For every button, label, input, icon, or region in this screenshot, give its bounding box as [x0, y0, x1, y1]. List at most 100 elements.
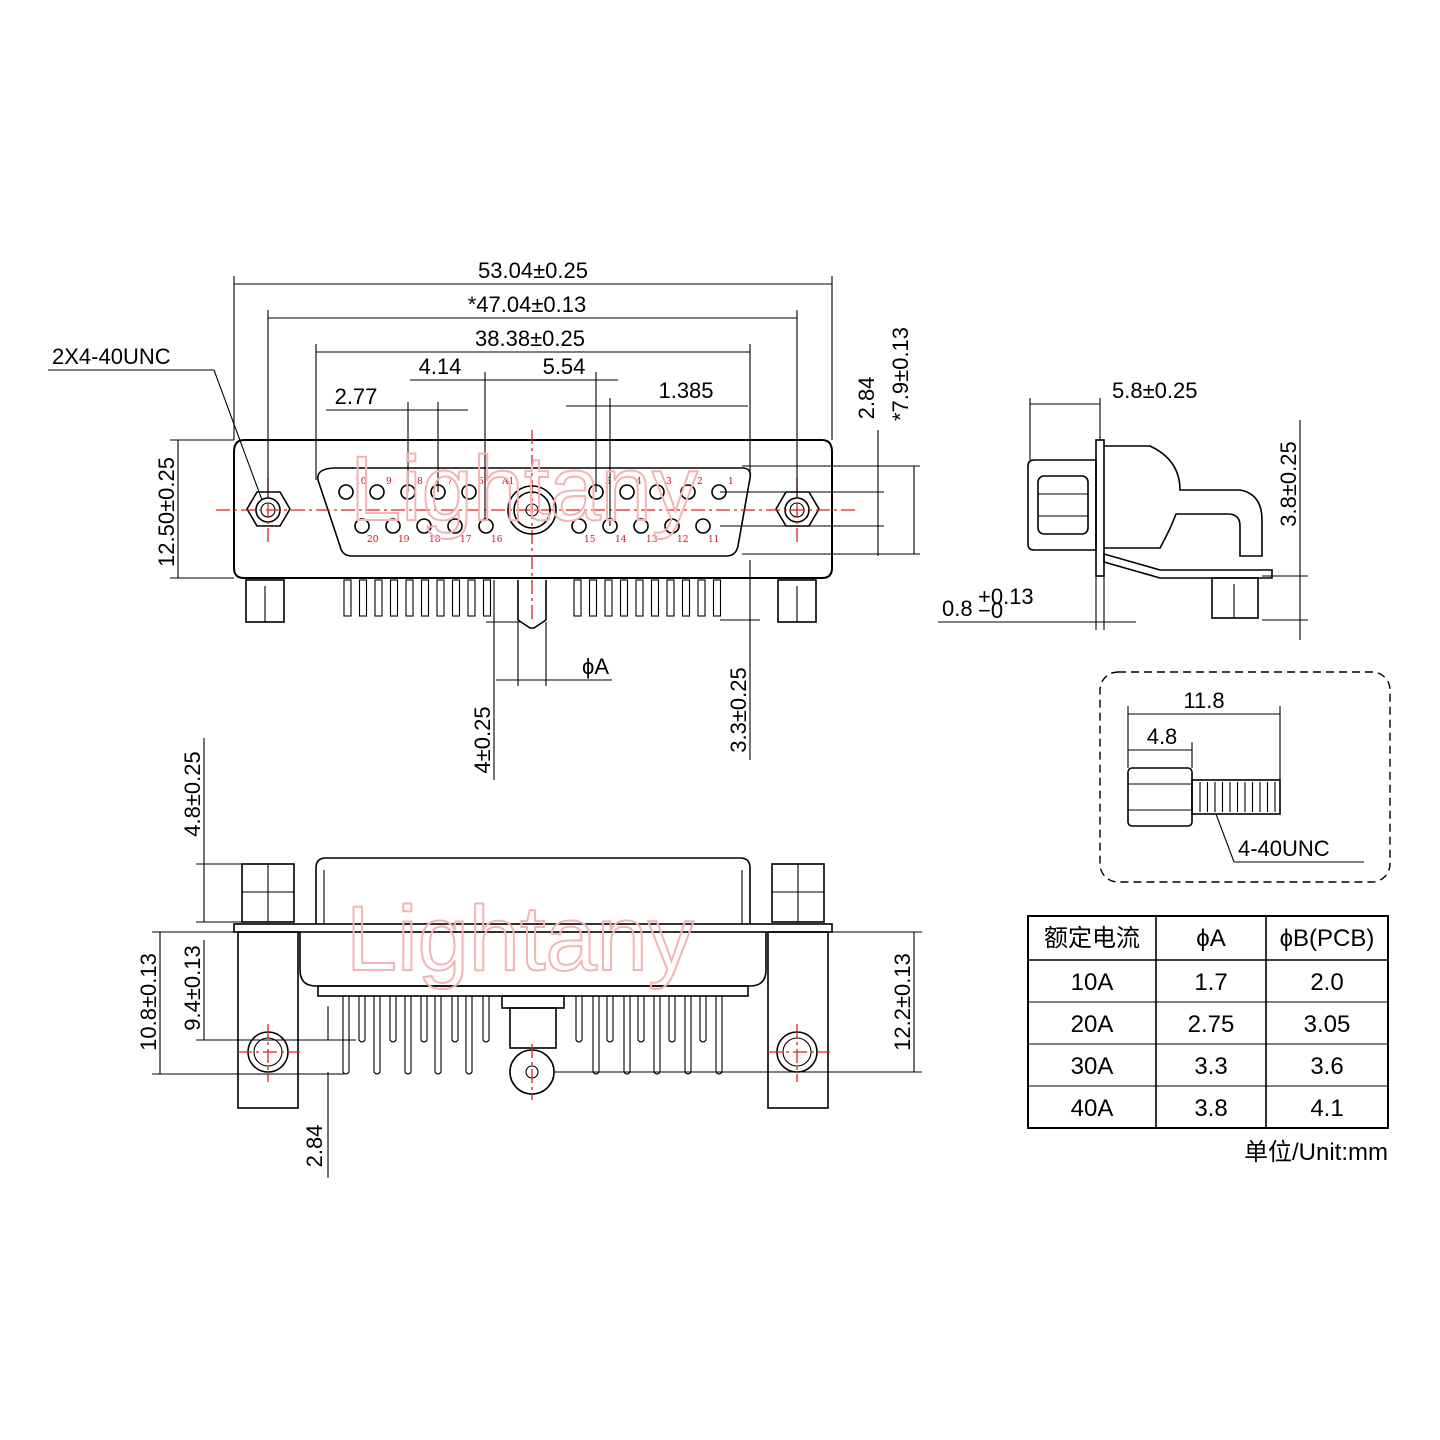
screw-threads [1199, 782, 1276, 812]
table-cell: 1.7 [1194, 969, 1227, 996]
dim-mount-spacing: *47.04±0.13 [468, 292, 587, 317]
watermark-top: Lightany [350, 438, 698, 540]
pin-label: 1 [728, 477, 734, 487]
tail [604, 579, 613, 617]
pin-label: 17 [460, 535, 472, 545]
pin-label: A1 [501, 477, 514, 487]
leg [623, 996, 631, 1075]
dim-height-79: *7.9±0.13 [888, 327, 913, 421]
pin-9 [369, 484, 385, 500]
pin-label: 3 [666, 477, 672, 487]
tail [573, 579, 582, 617]
pin-4 [619, 484, 635, 500]
table-cell: 3.3 [1194, 1053, 1227, 1080]
pin-label: 13 [646, 535, 658, 545]
label-screw-thread: 4-40UNC [1238, 836, 1330, 861]
tail [588, 579, 598, 617]
tail [666, 579, 675, 617]
leg [451, 996, 459, 1043]
leg [699, 996, 707, 1043]
pin-label: 15 [584, 535, 596, 545]
tail [681, 579, 691, 617]
pin-label: 10 [355, 477, 367, 487]
table-header-phi-a: ϕA [1196, 925, 1225, 952]
pin-16 [478, 518, 494, 534]
tail [650, 579, 660, 617]
dim-len-4: 4±0.25 [470, 706, 495, 773]
leg [482, 996, 490, 1043]
tail [374, 579, 383, 617]
dim-side-08-lower: −0 [978, 598, 1003, 623]
leg [434, 996, 442, 1075]
tail [697, 579, 706, 617]
pin-label: 5 [605, 477, 611, 487]
bottom-view: 4.8±0.25 10.8±0.13 9.4±0.13 12.2±0.13 2.… [136, 738, 922, 1178]
leg [465, 996, 473, 1075]
leg [373, 996, 381, 1075]
side-view: 5.8±0.25 3.8±0.25 0.8 +0.13 −0 [938, 378, 1308, 640]
table-cell: 10A [1071, 969, 1114, 996]
leg [389, 996, 397, 1043]
unit-note: 单位/Unit:mm [1244, 1139, 1388, 1166]
leg [684, 996, 692, 1075]
pin-3 [649, 484, 665, 500]
dim-screw-48: 4.8 [1147, 724, 1178, 749]
dim-side-58: 5.8±0.25 [1112, 378, 1197, 403]
dim-row-284: 2.84 [854, 377, 879, 420]
pin-17 [447, 518, 463, 534]
tail [358, 579, 368, 617]
label-thread-main: 2X4-40UNC [52, 344, 171, 369]
table-cell: 40A [1071, 1095, 1114, 1122]
dim-overall-width: 53.04±0.25 [478, 258, 588, 283]
pin-10 [338, 484, 354, 500]
tail [482, 579, 492, 617]
table-header-phi-b: ϕB(PCB) [1280, 925, 1375, 952]
table-cell: 3.8 [1194, 1095, 1227, 1122]
watermark-bottom: Lightany [346, 888, 694, 990]
tail [436, 579, 445, 617]
pin-label: 9 [386, 477, 392, 487]
dim-pitch-277: 2.77 [335, 384, 378, 409]
dim-shell-width: 38.38±0.25 [475, 326, 585, 351]
dim-bottom-48: 4.8±0.25 [180, 751, 205, 836]
leg [342, 996, 350, 1075]
dim-pitch-414: 4.14 [419, 354, 462, 379]
leg [653, 996, 661, 1075]
table-cell: 20A [1071, 1011, 1114, 1038]
dim-bottom-284: 2.84 [302, 1125, 327, 1168]
dim-screw-118: 11.8 [1183, 688, 1224, 713]
table-cell: 2.75 [1188, 1011, 1235, 1038]
pin-label: 4 [636, 477, 642, 487]
screw-detail: 11.8 4.8 4-40UNC [1099, 671, 1391, 883]
pin-19 [385, 518, 401, 534]
tail [712, 579, 722, 617]
pin-label: 16 [491, 535, 503, 545]
leg [592, 996, 600, 1075]
pin-tails [343, 579, 722, 617]
dim-bottom-108: 10.8±0.13 [136, 953, 161, 1051]
leg [637, 996, 645, 1043]
pin-label: 7 [447, 477, 453, 487]
leg [575, 996, 583, 1043]
dim-phi-a: ϕA [582, 654, 609, 679]
leg [358, 996, 366, 1043]
pin-11 [695, 518, 711, 534]
tail [420, 579, 430, 617]
tail [467, 579, 476, 617]
dim-pitch-1385: 1.385 [658, 378, 713, 403]
pin-label: 14 [615, 535, 627, 545]
pin-label: 6 [478, 477, 484, 487]
leg [668, 996, 676, 1043]
leg [420, 996, 428, 1043]
table-cell: 4.1 [1310, 1095, 1343, 1122]
pin-15 [571, 518, 587, 534]
table-cell: 3.05 [1304, 1011, 1351, 1038]
dim-bottom-122: 12.2±0.13 [890, 953, 915, 1051]
dim-bottom-94: 9.4±0.13 [180, 945, 205, 1030]
table-cell: 2.0 [1310, 969, 1343, 996]
dim-pitch-554: 5.54 [543, 354, 586, 379]
dim-side-08-upper: +0.13 [978, 584, 1034, 609]
table-cell: 30A [1071, 1053, 1114, 1080]
leg [715, 996, 723, 1075]
